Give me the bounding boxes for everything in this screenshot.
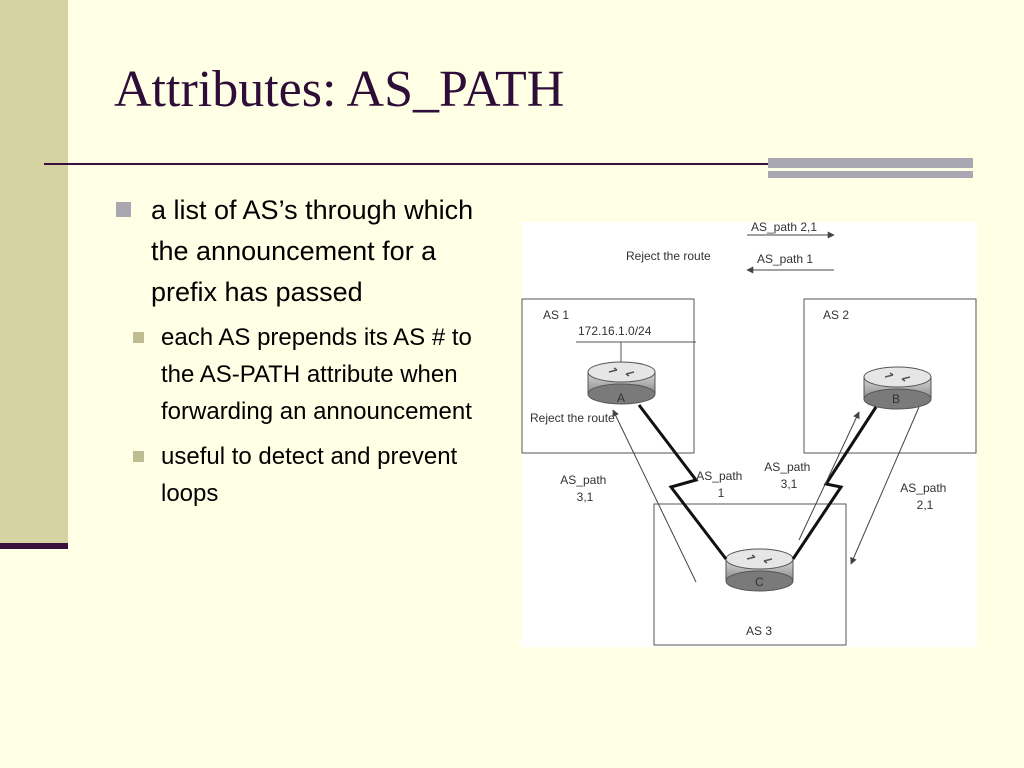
- sub-bullet-text: useful to detect and prevent loops: [161, 443, 458, 507]
- left-accent-bar: [0, 543, 68, 549]
- router-a-label: A: [617, 391, 625, 405]
- slide-title: Attributes: AS_PATH: [114, 61, 565, 118]
- top-arrow-left-label: AS_path 1: [757, 252, 813, 266]
- title-accent-bar-lower: [768, 171, 973, 178]
- bullet-text: a list of AS’s through which the announc…: [151, 195, 474, 307]
- sub-bullet-list: each AS prepends its AS # to the AS-PATH…: [133, 319, 506, 512]
- title-underline: [44, 163, 772, 165]
- bullet-item: a list of AS’s through which the announc…: [116, 190, 506, 512]
- sub-bullet-item: each AS prepends its AS # to the AS-PATH…: [116, 319, 506, 430]
- as1-box: [521, 298, 695, 454]
- serial-link-c-b: [791, 406, 878, 560]
- router-c-label: C: [755, 575, 764, 589]
- reject-route-top: Reject the route: [626, 249, 711, 263]
- as2-box: [803, 298, 977, 454]
- square-bullet-icon: [133, 332, 144, 343]
- bullet-list: a list of AS’s through which the announc…: [116, 190, 506, 520]
- as-path-diagram: AS_path 2,1 AS_path 1 Reject the route A…: [521, 222, 977, 647]
- router-a-icon: [587, 361, 656, 405]
- as3-box: [653, 503, 847, 646]
- reject-route-a: Reject the route: [530, 411, 615, 425]
- serial-link-a-c: [637, 404, 728, 560]
- square-bullet-icon: [116, 202, 131, 217]
- path-a-to-c-label: AS_path 1: [696, 469, 745, 500]
- path-c-to-b-label: AS_path 3,1: [764, 460, 813, 491]
- as1-label: AS 1: [543, 308, 569, 322]
- path-b-to-c-label: AS_path 2,1: [900, 481, 949, 512]
- prefix-label: 172.16.1.0/24: [578, 324, 652, 338]
- router-b-label: B: [892, 392, 900, 406]
- square-bullet-icon: [133, 451, 144, 462]
- top-arrow-right-label: AS_path 2,1: [751, 222, 817, 234]
- router-b-icon: [863, 366, 932, 410]
- arrow-b-to-c: [850, 406, 920, 565]
- left-decorative-band: [0, 0, 68, 545]
- title-accent-bar: [768, 158, 973, 168]
- arrow-c-to-b: [798, 411, 860, 541]
- router-c-icon: [725, 548, 794, 592]
- as3-label: AS 3: [746, 624, 772, 638]
- as2-label: AS 2: [823, 308, 849, 322]
- path-c-to-a-label: AS_path 3,1: [560, 473, 609, 504]
- sub-bullet-text: each AS prepends its AS # to the AS-PATH…: [161, 324, 472, 425]
- sub-bullet-item: useful to detect and prevent loops: [116, 438, 506, 512]
- arrow-c-to-a: [612, 409, 697, 583]
